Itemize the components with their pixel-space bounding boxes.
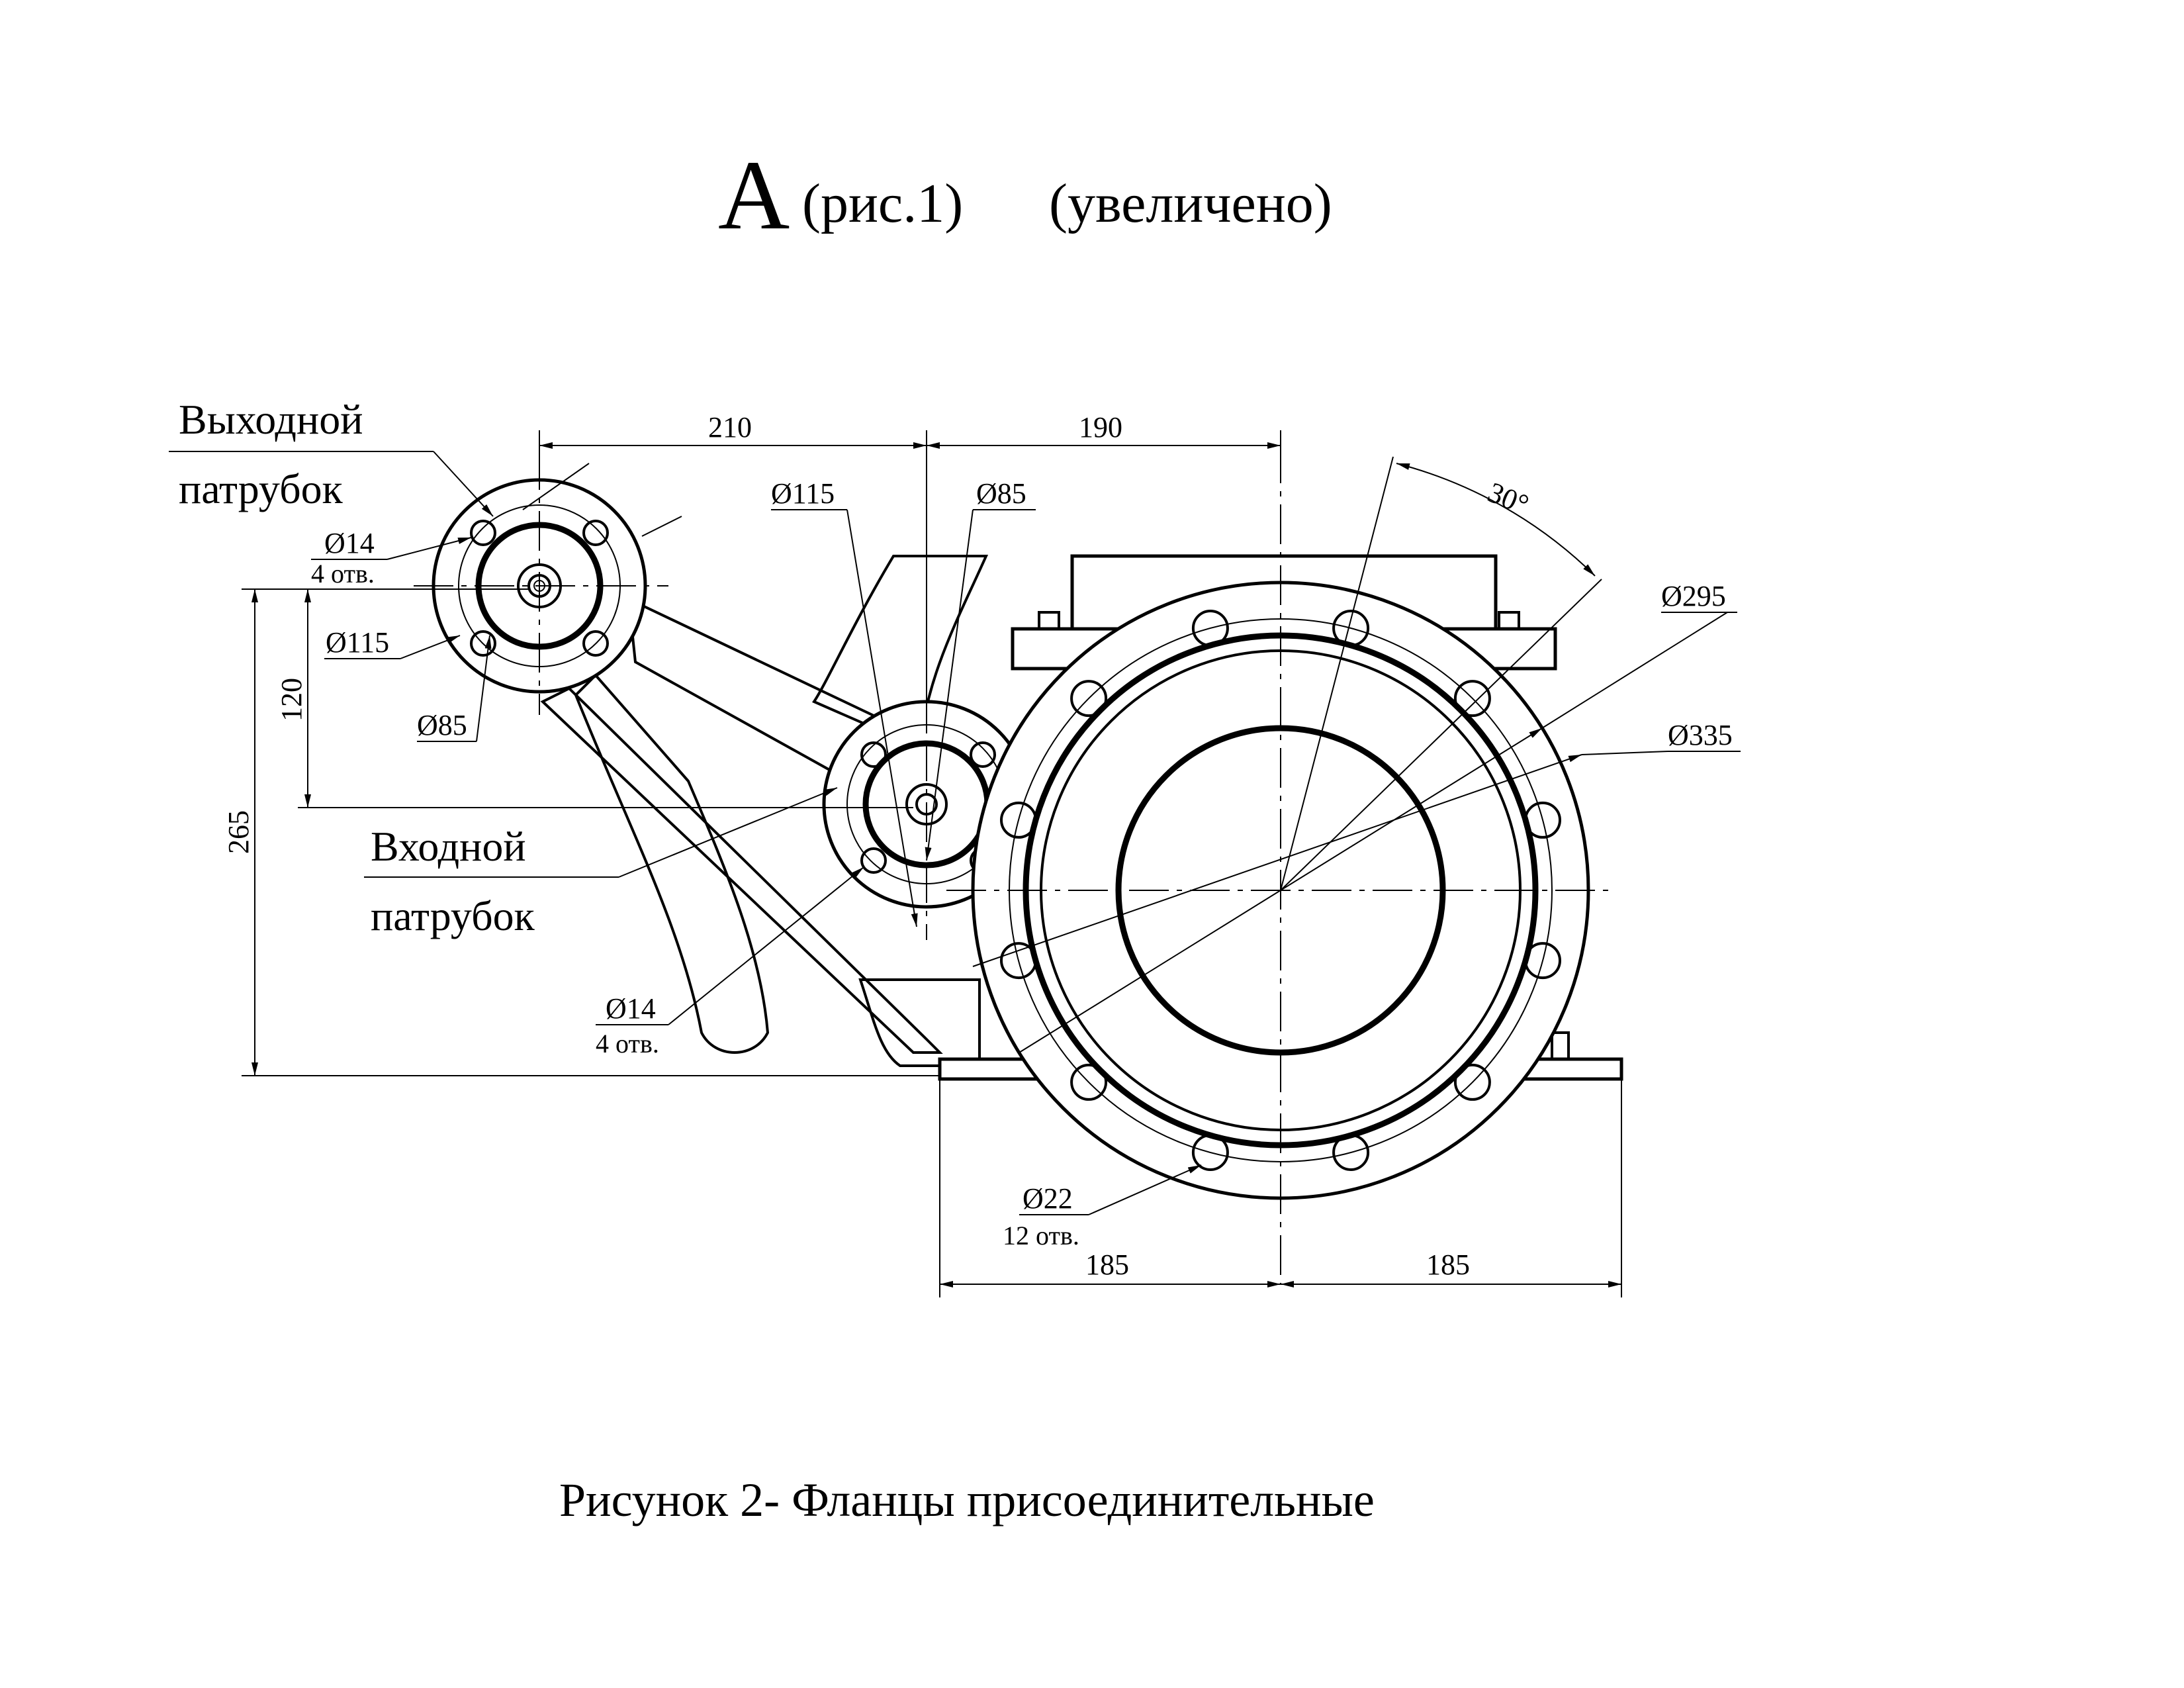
inlet-dia85: Ø85	[976, 477, 1026, 510]
main-bolt-holes	[1000, 610, 1561, 1171]
outlet-flange	[414, 450, 668, 715]
main-bolt-hole	[1070, 680, 1108, 718]
outlet-bolt-hole	[582, 630, 609, 657]
holes-12: 12 отв.	[1003, 1221, 1079, 1250]
title-note: (увеличено)	[1049, 173, 1332, 234]
dim-185-right: 185	[1426, 1248, 1470, 1281]
main-bolt-hole	[1070, 1063, 1108, 1101]
dim-185-left: 185	[1085, 1248, 1129, 1281]
dim-bottom: 185 185	[939, 1079, 1622, 1297]
inlet-dia115: Ø115	[771, 477, 835, 510]
main-bolt-hole	[1524, 942, 1561, 980]
inlet-bolt-hole	[860, 847, 887, 874]
dia-335: Ø335	[1668, 719, 1733, 751]
inlet-holes4: 4 отв.	[596, 1029, 659, 1058]
main-bolt-hole	[1191, 1134, 1229, 1171]
dim-190: 190	[1079, 411, 1122, 444]
outlet-leaders: Выходной патрубок Ø14 4 отв. Ø115 Ø85	[169, 396, 682, 742]
outlet-label-1: Выходной	[179, 396, 363, 443]
inlet-dia14: Ø14	[606, 992, 656, 1025]
figure-caption: Рисунок 2- Фланцы присоединительные	[559, 1474, 1375, 1526]
dim-210: 210	[708, 411, 752, 444]
outlet-bolt-hole	[582, 520, 609, 546]
dia-22: Ø22	[1023, 1182, 1073, 1215]
dia-295: Ø295	[1661, 580, 1726, 612]
dim-left: 120 265	[222, 588, 940, 1076]
main-bolt-hole	[1000, 942, 1037, 980]
outlet-dia115: Ø115	[326, 626, 389, 659]
outlet-label-2: патрубок	[179, 465, 343, 512]
main-bolt-hole	[1453, 1063, 1491, 1101]
inlet-bolt-hole	[970, 741, 996, 768]
title-ref: (рис.1)	[802, 173, 963, 234]
outlet-dia85: Ø85	[417, 709, 467, 741]
outlet-bolt-hole	[470, 630, 496, 657]
main-bolt-hole	[1332, 1134, 1370, 1171]
outlet-dia14: Ø14	[324, 527, 375, 559]
main-bolt-hole	[1524, 801, 1561, 839]
main-bolt-hole	[1000, 801, 1037, 839]
main-bolt-hole	[1191, 610, 1229, 647]
main-bolt-hole	[1453, 680, 1491, 718]
angle-30: 30°	[1483, 476, 1533, 522]
inlet-label-1: Входной	[371, 823, 526, 870]
inlet-leaders: Входной патрубок Ø115 Ø85 Ø14 4 отв.	[364, 477, 1036, 1058]
main-leaders: Ø295 Ø335 Ø22 12 отв.	[972, 580, 1741, 1250]
inlet-label-2: патрубок	[371, 892, 535, 939]
dim-top: 210 190	[539, 411, 1281, 728]
lower-foot	[858, 978, 981, 1067]
main-bolt-hole	[1332, 610, 1370, 647]
outlet-bolt-hole	[470, 520, 496, 546]
outlet-holes4: 4 отв.	[311, 559, 375, 588]
title-letter: А	[718, 140, 790, 250]
dim-265: 265	[222, 810, 255, 854]
volute-arm-long	[574, 673, 770, 1054]
dim-120: 120	[275, 678, 308, 722]
inlet-bolt-hole	[860, 741, 887, 768]
